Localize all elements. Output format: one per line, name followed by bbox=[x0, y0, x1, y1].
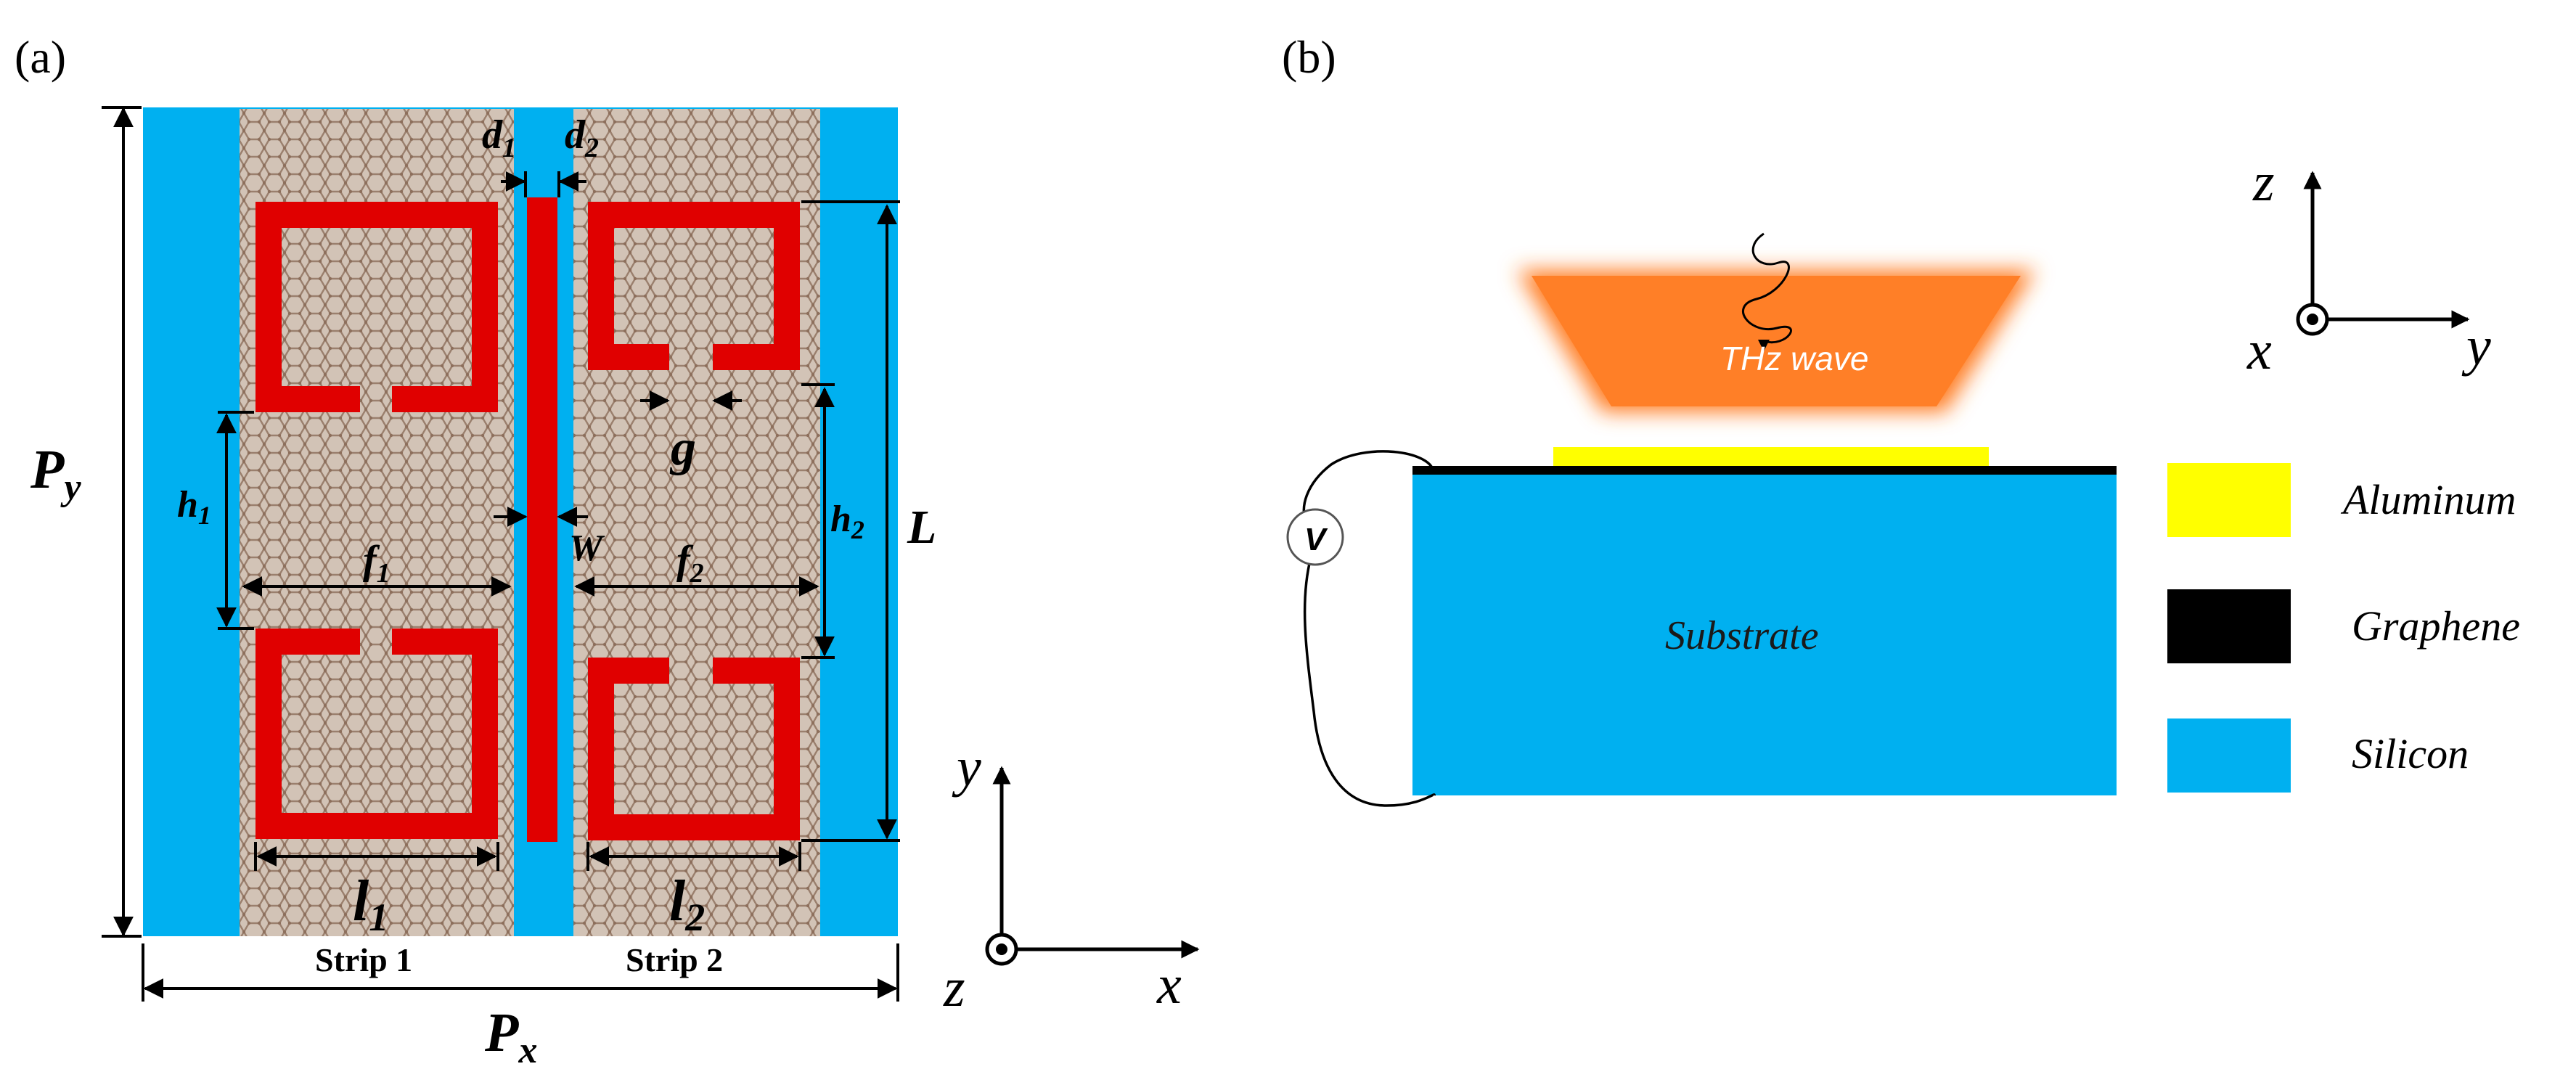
axes-a bbox=[985, 766, 1200, 966]
label-L: L bbox=[907, 501, 936, 554]
label-strip-2: Strip 2 bbox=[626, 941, 723, 978]
center-wire bbox=[527, 197, 557, 842]
bias-wire bbox=[1302, 450, 1436, 807]
axis-b-z: z bbox=[2252, 152, 2275, 213]
panel-b: (b) THz wave Substrate V z x y bbox=[1282, 31, 2520, 807]
legend-swatch-graphene bbox=[2167, 589, 2291, 663]
legend-swatch-aluminum bbox=[2167, 463, 2291, 537]
panel-a-tag: (a) bbox=[15, 31, 66, 83]
label-Py: Py bbox=[30, 439, 81, 508]
label-Px: Px bbox=[484, 1002, 537, 1071]
label-l1: l1 bbox=[353, 869, 388, 939]
panel-b-tag: (b) bbox=[1282, 31, 1336, 83]
srr-right-bottom bbox=[588, 658, 800, 840]
wave-squiggle bbox=[1742, 232, 1792, 348]
axis-b-x: x bbox=[2246, 320, 2272, 381]
legend-label-silicon: Silicon bbox=[2352, 730, 2469, 777]
legend-label-aluminum: Aluminum bbox=[2340, 476, 2516, 523]
axis-a-x: x bbox=[1156, 954, 1182, 1015]
srr-right-top bbox=[588, 202, 800, 370]
legend-label-graphene: Graphene bbox=[2352, 602, 2520, 650]
label-d1: d1 bbox=[482, 112, 516, 163]
srr-left-bottom bbox=[255, 629, 498, 839]
srr-left-top bbox=[255, 202, 498, 412]
legend-swatch-silicon bbox=[2167, 718, 2291, 793]
axes-b bbox=[2296, 171, 2470, 336]
label-d2: d2 bbox=[565, 112, 599, 163]
label-h2: h2 bbox=[830, 499, 864, 544]
label-g: g bbox=[669, 420, 696, 476]
label-l2: l2 bbox=[669, 869, 705, 939]
label-strip-1: Strip 1 bbox=[315, 941, 412, 978]
legend: Aluminum Graphene Silicon bbox=[2167, 463, 2520, 793]
voltage-label: V bbox=[1304, 522, 1328, 557]
axis-a-y: y bbox=[952, 737, 981, 798]
wave-label: THz wave bbox=[1720, 340, 1868, 377]
substrate-label: Substrate bbox=[1665, 613, 1819, 658]
label-h1: h1 bbox=[177, 484, 211, 530]
panel-a: (a) bbox=[15, 31, 1200, 1071]
dimension-lines bbox=[102, 106, 900, 1002]
voltage-source bbox=[1286, 508, 1344, 566]
label-f1: f1 bbox=[363, 538, 391, 589]
graphene-strip-1 bbox=[240, 109, 514, 936]
substrate-block bbox=[1412, 475, 2117, 795]
axis-b-y: y bbox=[2461, 316, 2491, 377]
axis-a-z: z bbox=[943, 957, 965, 1018]
aluminum-layer bbox=[1553, 447, 1989, 466]
graphene-layer bbox=[1412, 466, 2117, 475]
label-W: W bbox=[569, 528, 605, 569]
